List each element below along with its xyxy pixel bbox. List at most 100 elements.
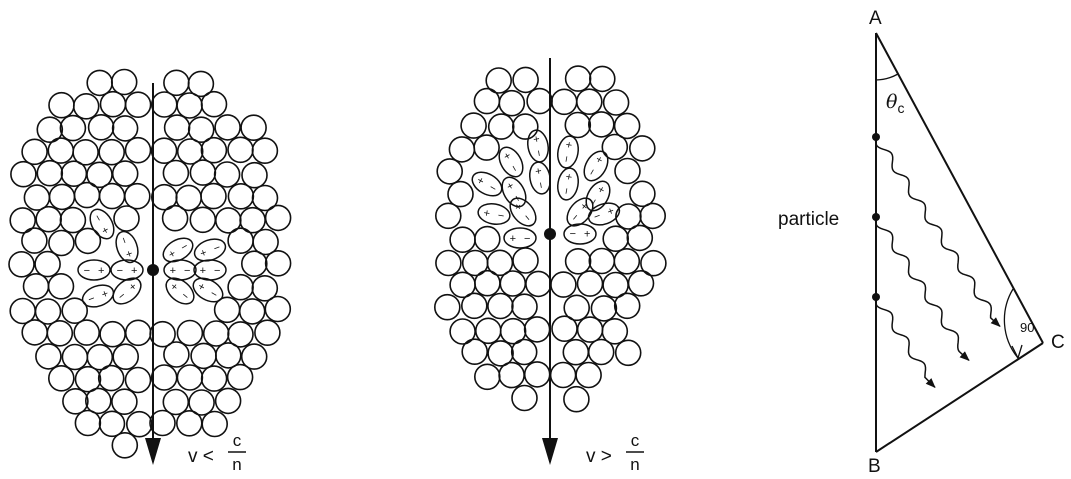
charge-sign: − [212,242,222,255]
polarized-atom: +− [164,260,196,280]
charge-sign: + [510,233,516,245]
atom [489,114,514,139]
charge-sign: − [487,182,499,196]
charge-sign: − [179,240,191,254]
atom [252,138,277,163]
charge-sign: + [483,207,491,220]
atom [615,293,640,318]
atom [552,89,577,114]
atom [50,184,75,209]
atom [63,389,88,414]
charge-sign: + [166,248,178,262]
atom [563,340,588,365]
atom [190,207,215,232]
charge-sign: − [84,265,90,277]
atom [499,91,524,116]
atom [202,366,227,391]
atom [215,162,240,187]
charge-sign: − [592,209,602,222]
charge-sign: − [532,149,545,157]
fraction-denominator: n [232,455,241,474]
charge-sign: + [562,141,575,149]
atom [113,344,138,369]
atom [449,137,474,162]
charge-sign: − [214,265,220,277]
atom [590,66,615,91]
charge-sign: + [605,204,615,217]
polarized-atom: −+ [111,260,143,280]
atom [164,342,189,367]
atom [164,70,189,95]
atom [126,92,151,117]
atom [228,228,253,253]
atom [22,320,47,345]
atom [500,271,525,296]
charge-sign: + [170,265,176,277]
atom [47,321,72,346]
emitted-photons [876,137,1000,387]
atom [228,137,253,162]
atom [126,138,151,163]
atom [266,205,291,230]
atom [74,320,99,345]
emission-point [872,213,880,221]
atom [202,92,227,117]
atom [126,368,151,393]
atom [566,66,591,91]
atom [228,365,253,390]
photon-ray [876,297,935,387]
charge-sign: − [497,210,505,223]
atom [36,344,61,369]
atom [436,251,461,276]
charge-sign: + [195,280,207,294]
atom [190,160,215,185]
atom [564,387,589,412]
angle-arc-theta [876,74,898,80]
atom [152,365,177,390]
atom [604,90,629,115]
atom [216,388,241,413]
polarized-atom: −+ [108,273,145,309]
atom [99,366,124,391]
atom [177,411,202,436]
atom [75,183,100,208]
atom [615,159,640,184]
atom [513,248,538,273]
vertex-c-label: C [1051,332,1065,353]
charge-sign: + [562,173,575,181]
atom [512,294,537,319]
charge-sign: − [520,212,533,225]
atom [551,363,576,388]
track-arrowhead [145,438,161,465]
charge-sign: − [208,288,220,302]
atom [49,274,74,299]
polarized-atom: −+ [85,205,118,243]
atom [589,112,614,137]
fraction-numerator: c [631,431,640,450]
polarized-atom: +− [504,228,536,248]
atom [61,161,86,186]
atom [75,228,100,253]
charge-sign: − [585,166,599,178]
atom [436,203,461,228]
right-angle-label: 90 [1020,320,1034,335]
charge-sign: − [559,155,572,163]
atom [614,249,639,274]
atom [216,343,241,368]
atom [202,412,227,437]
polarized-atom: +− [161,273,198,309]
atom [165,115,190,140]
polarized-atom: +− [159,233,197,266]
atom [462,339,487,364]
atom [565,113,590,138]
atom [114,206,139,231]
atom [62,345,87,370]
atom-lattice [9,70,291,458]
fast-particle-panel: +−+−+−+−+−+−+−+−+−+−+−+−+−+−+− v > c n [435,58,666,474]
charge-sign: − [568,211,581,224]
atom [36,207,61,232]
atom [126,320,151,345]
charge-sign: + [474,174,486,188]
